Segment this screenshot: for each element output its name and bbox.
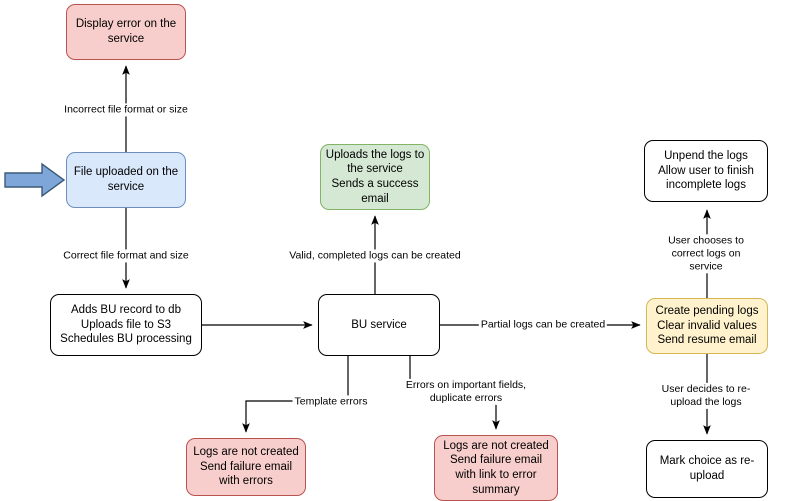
node-file-uploaded[interactable]: File uploaded on the service: [66, 152, 186, 208]
edge-label-incorrect-file: Incorrect file format or size: [62, 103, 190, 117]
node-logs-not-created-errors[interactable]: Logs are not created Send failure email …: [434, 435, 558, 501]
edge-label-correct-file: Correct file format and size: [61, 249, 191, 263]
edge-bu-service-to-logs-not-created-template: [242, 356, 349, 433]
node-create-pending-logs[interactable]: Create pending logs Clear invalid values…: [646, 298, 768, 354]
node-logs-not-created-template[interactable]: Logs are not created Send failure email …: [186, 438, 306, 496]
edge-label-template-errors: Template errors: [292, 395, 370, 409]
edge-label-partial-logs: Partial logs can be created: [478, 318, 608, 332]
edge-label-valid-logs: Valid, completed logs can be created: [287, 249, 463, 263]
node-display-error[interactable]: Display error on the service: [66, 4, 186, 60]
edge-label-user-corrects: User chooses to correct logs on service: [658, 234, 754, 274]
node-unpend-logs[interactable]: Unpend the logs Allow user to finish inc…: [644, 140, 768, 202]
node-bu-service[interactable]: BU service: [318, 294, 440, 356]
edge-label-user-reupload: User decides to re-upload the logs: [658, 382, 754, 410]
edge-label-errors-important: Errors on important fields, duplicate er…: [403, 378, 529, 406]
node-mark-choice-reupload[interactable]: Mark choice as re- upload: [646, 440, 768, 498]
node-adds-bu-record[interactable]: Adds BU record to db Uploads file to S3 …: [50, 294, 202, 356]
node-uploads-logs[interactable]: Uploads the logs to the service Sends a …: [320, 144, 430, 210]
input-block-arrow-icon: [4, 162, 66, 198]
